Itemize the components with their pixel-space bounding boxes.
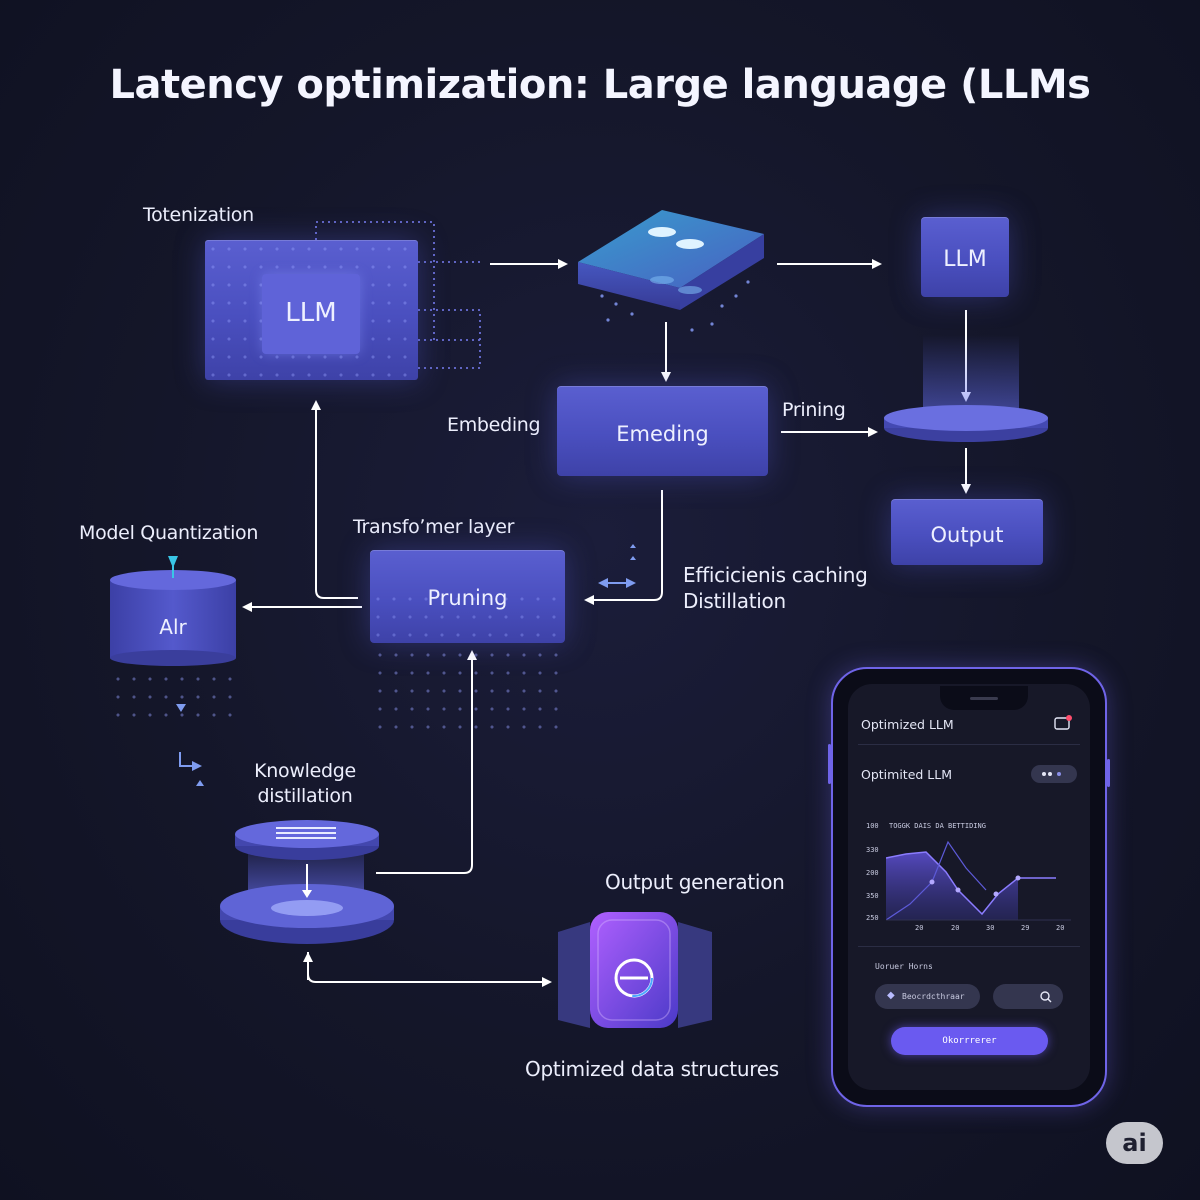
y-tick-2: 330 <box>866 846 879 854</box>
phone-section-label: Uoruer Horns <box>875 962 933 971</box>
phone-chip-label: Beocrdcthraar <box>902 992 965 1001</box>
llm-small-label: LLM <box>943 247 987 272</box>
more-dots-icon <box>1042 772 1061 776</box>
label-tokenization: Totenization <box>143 204 254 226</box>
llm-inner-panel <box>262 274 360 354</box>
phone-screen: Optimized LLM Optimited LLM TOGGK DAIS D… <box>848 684 1090 1090</box>
y-tick-5: 250 <box>866 914 879 922</box>
notification-icon[interactable] <box>1053 714 1073 732</box>
llm-small-box: LLM <box>921 217 1009 297</box>
x-tick-2: 20 <box>951 924 960 932</box>
phone-notch <box>940 686 1028 710</box>
x-tick-3: 30 <box>986 924 995 932</box>
phone-primary-button-label: Okorrrerer <box>942 1036 997 1046</box>
y-tick-1: 100 <box>866 822 879 830</box>
more-options-button[interactable] <box>1031 765 1077 783</box>
arrow-pruning-to-llm <box>311 400 358 599</box>
phone-chip[interactable]: ◆ Beocrdcthraar <box>875 984 980 1009</box>
llm-main-label: LLM <box>285 298 337 328</box>
diamond-icon: ◆ <box>887 990 895 1001</box>
label-knowledge: Knowledge <box>254 760 356 782</box>
phone-area-chart <box>886 840 1071 921</box>
y-tick-3: 200 <box>866 869 879 877</box>
phone-card-title: Optimited LLM <box>861 767 953 782</box>
pruning-disk <box>884 405 1048 442</box>
pruning-box: Pruning <box>370 550 565 643</box>
quantization-label: Alr <box>159 615 187 639</box>
quantization-particles <box>110 670 235 730</box>
page-title: Latency optimization: Large language (LL… <box>109 62 1091 108</box>
label-output-generation: Output generation <box>605 870 785 894</box>
pruning-box-label: Pruning <box>427 586 508 610</box>
arrow-embedding-to-pruning <box>584 490 663 605</box>
arrow-knowledge-to-output-gen <box>307 952 552 987</box>
chart-legend: TOGGK DAIS DA BETTIDING <box>889 822 986 830</box>
label-transformer-layer: Transfoʼmer layer <box>353 516 515 538</box>
knowledge-distillation-stack <box>220 820 394 944</box>
label-distillation: Distillation <box>683 589 786 613</box>
output-generation-icon <box>558 912 712 1028</box>
quantization-cylinder <box>110 556 236 666</box>
output-box: Output <box>891 499 1043 565</box>
phone-search-chip[interactable] <box>993 984 1063 1009</box>
ai-logo-badge: ai <box>1106 1122 1163 1164</box>
search-icon <box>1040 991 1052 1003</box>
embedding-box-label: Emeding <box>616 422 709 446</box>
label-embedding: Embeding <box>447 414 541 436</box>
phone-header-title: Optimized LLM <box>861 717 954 732</box>
tokenization-box: LLM <box>205 240 418 380</box>
llm-beam <box>923 335 1019 415</box>
x-tick-1: 20 <box>915 924 924 932</box>
label-pruning-right: Prining <box>782 399 846 421</box>
cache-cube <box>578 210 764 332</box>
label-efficient-caching: Efficiᴄienis caching <box>683 563 868 587</box>
pruning-particles <box>372 646 566 732</box>
label-knowledge-distillation: distillation <box>257 785 353 807</box>
embedding-box: Emeding <box>557 386 768 476</box>
y-tick-4: 350 <box>866 892 879 900</box>
arrow-knowledge-to-pruning <box>376 650 477 874</box>
output-box-label: Output <box>930 523 1004 547</box>
phone-mockup: Optimized LLM Optimited LLM TOGGK DAIS D… <box>828 667 1110 1107</box>
label-optimized-data-structures: Optimized data structures <box>525 1057 779 1081</box>
phone-primary-button[interactable]: Okorrrerer <box>891 1027 1048 1055</box>
x-tick-4: 29 <box>1021 924 1030 932</box>
label-model-quantization: Model Quantization <box>79 522 259 544</box>
x-tick-5: 20 <box>1056 924 1065 932</box>
